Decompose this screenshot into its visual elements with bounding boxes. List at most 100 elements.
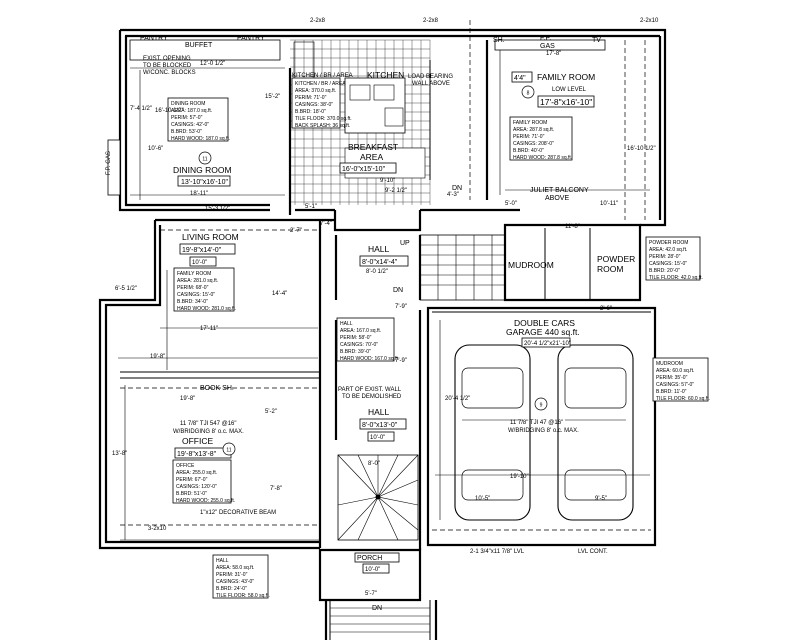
info-line-hall: CASINGS: 70'-0" [340, 342, 378, 348]
label-load-2: WALL ABOVE [412, 81, 450, 87]
label-demo-1: PART OF EXIST. WALL [338, 387, 402, 393]
info-line-hall_low: CASINGS: 43'-0" [216, 579, 254, 585]
hall-low-ceiling: 10'-0" [370, 435, 385, 441]
dim-d-17-11: 17'-11" [200, 326, 218, 332]
office-name: OFFICE [182, 436, 213, 446]
dim-d-19-8b: 19'-8" [180, 396, 195, 402]
garage-cars [454, 344, 634, 521]
info-line-family: B.BRD: 40'-0" [513, 148, 544, 154]
garage-num: 9 [540, 403, 543, 409]
dining-size-box [177, 175, 231, 187]
breakfast-name: BREAKFAST [348, 142, 398, 152]
info-line-living: HARD WOOD: 281.0 sq.ft. [177, 306, 236, 312]
dim-d-2-6: 2'-6" [600, 306, 612, 312]
dim-d-7-9b: 7'-9" [395, 304, 407, 310]
family-level: LOW LEVEL [552, 87, 587, 93]
hall-up-size2: 8'-0 1/2" [366, 269, 388, 275]
label-demo-2: TO BE DEMOLISHED [342, 394, 402, 400]
dim-d-17-8: 17'-8" [546, 51, 561, 57]
dim-d-19-8: 19'-8" [150, 354, 165, 360]
info-box-hall [336, 317, 395, 362]
info-line-dining: AREA: 187.0 sq.ft. [171, 108, 212, 114]
info-line-living: CASINGS: 15'-0" [177, 292, 215, 298]
info-box-family [509, 116, 573, 161]
living-size-box [179, 243, 236, 255]
garage-num-marker [534, 397, 548, 411]
dim-d-10-5: 10'-5" [475, 496, 490, 502]
label-juliet-2: ABOVE [545, 195, 569, 202]
dim-d-11-8: 11'-8" [565, 224, 580, 230]
info-title-living: FAMILY ROOM [177, 271, 211, 277]
info-line-kitchen: BACK SPLASH: 36 sq.ft. [295, 123, 350, 129]
office-num: 11 [226, 448, 231, 454]
info-line-family: AREA: 287.8 sq.ft. [513, 127, 554, 133]
info-title-powder: POWDER ROOM [649, 240, 688, 246]
label-beam-top2: 2-2x8 [423, 18, 439, 24]
label-juliet-1: JULIET BALCONY [530, 187, 589, 194]
dim-d-18-11: 18'-11" [190, 191, 208, 197]
dim-d-2-7: 2'-7" [290, 228, 302, 234]
info-line-hall: PERIM: 58'-0" [340, 335, 372, 341]
living-name: LIVING ROOM [182, 232, 239, 242]
label-up: UP [400, 240, 410, 247]
family-num: 8 [527, 91, 530, 97]
label-opening-3: W/CONC. BLOCKS [143, 70, 196, 76]
info-line-dining: PERIM: 57'-0" [171, 115, 203, 121]
info-line-powder: CASINGS: 15'-0" [649, 261, 687, 267]
info-line-family: HARD WOOD: 287.8 sq.ft. [513, 155, 572, 161]
info-line-dining: HARD WOOD: 187.0 sq.ft. [171, 136, 230, 142]
hall-low-ceiling-box [367, 431, 395, 442]
fireplace [107, 139, 121, 196]
family-fireplace [494, 39, 606, 51]
info-line-office: HARD WOOD: 255.0 sq.ft. [176, 498, 235, 504]
info-line-dining: B.BRD: 53'-0" [171, 129, 202, 135]
hall-up-name: HALL [368, 244, 390, 254]
garage-name: DOUBLE CARS [514, 318, 575, 328]
family-size-box [537, 95, 595, 108]
dining-num-marker [198, 151, 212, 165]
info-line-powder: AREA: 42.0 sq.ft. [649, 247, 687, 253]
hall-low-size-box [359, 418, 407, 430]
label-dn3: DN [452, 185, 462, 192]
powder-name: POWDER [597, 254, 635, 264]
dim-d-20-4: 20'-4 1/2" [445, 396, 470, 402]
info-line-hall: B.BRD: 39'-0" [340, 349, 371, 355]
living-ceiling: 10'-0" [192, 260, 207, 266]
dim-d-16-10: 16'-10 1/2" [155, 108, 184, 114]
walls [98, 28, 667, 640]
dim-d-5-7: 5'-7" [365, 591, 377, 597]
living-size: 19'-8"x14'-0" [182, 247, 222, 254]
info-title-family: FAMILY ROOM [513, 120, 547, 126]
info-box-living [173, 267, 235, 312]
dining-num: 11 [202, 157, 207, 163]
info-title-office: OFFICE [176, 463, 195, 469]
dim-d-13-8: 13'-8" [112, 451, 127, 457]
info-title-mudroom: MUDROOM [656, 361, 683, 367]
info-line-mudroom: AREA: 60.0 sq.ft. [656, 368, 694, 374]
dim-d-9-5: 9'-5" [595, 496, 607, 502]
right-joists [624, 40, 646, 220]
breakfast-size-box [339, 162, 397, 174]
office-bridging: W/BRIDGING 8' o.c. MAX. [173, 429, 244, 435]
dining-name: DINING ROOM [173, 165, 232, 175]
label-sh: SH. [493, 37, 505, 44]
garage-dim-box [521, 337, 571, 348]
office-size: 19'-8"x13'-8" [177, 451, 217, 458]
label-tv: TV [592, 37, 601, 44]
dim-d-7-9: 7'-9" [395, 358, 407, 364]
label-pantry-left: PANTRY [140, 35, 168, 42]
info-box-office [172, 459, 232, 504]
info-line-living: PERIM: 68'-0" [177, 285, 209, 291]
info-line-hall_low: PERIM: 31'-0" [216, 572, 248, 578]
powder-name2: ROOM [597, 264, 623, 274]
mudroom-name: MUDROOM [508, 260, 554, 270]
lower-stair [337, 454, 419, 541]
porch-ceiling-box [362, 563, 390, 574]
dim-d-19-10: 19'-10" [510, 474, 529, 480]
label-gas: GAS [540, 43, 555, 50]
dim-d-9-2: 9'-2 1/2" [385, 188, 407, 194]
family-tag: 4'4" [514, 75, 526, 82]
info-line-living: B.BRD: 34'-0" [177, 299, 208, 305]
dim-d-15-2: 15'-2" [265, 94, 280, 100]
